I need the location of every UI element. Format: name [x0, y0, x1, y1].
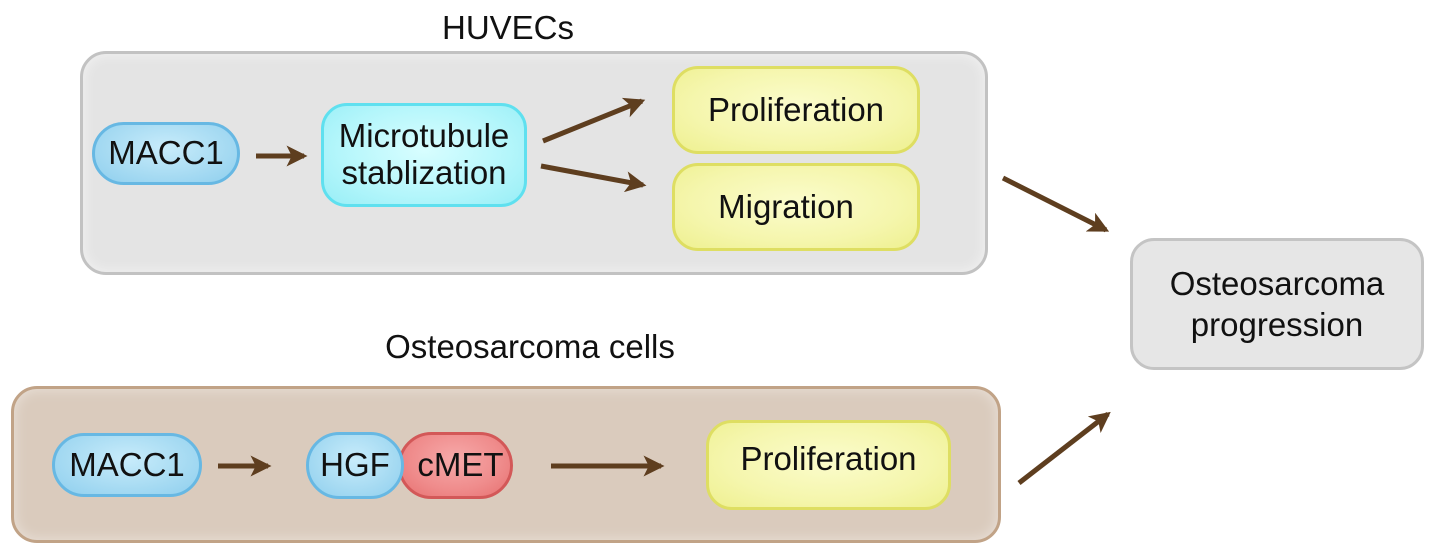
microtubule-label-line2: stablization	[341, 154, 507, 191]
arrow-osteo-to-progression	[1017, 411, 1111, 485]
outcome-label-line1: Osteosarcoma	[1169, 264, 1385, 302]
cmet-label: cMET	[417, 446, 504, 484]
huvec-migration-label: Migration	[718, 187, 854, 225]
hgf-label: HGF	[320, 446, 390, 484]
osteo-macc1-node: MACC1	[52, 433, 202, 497]
arrow-huvec-to-progression	[1001, 175, 1110, 233]
cmet-node: cMET	[398, 432, 513, 499]
huvec-migration-node: Migration	[672, 163, 920, 251]
microtubule-stabilization-node: Microtubule stablization	[321, 103, 527, 207]
huvec-panel-title: HUVECs	[441, 9, 575, 46]
huvec-macc1-node: MACC1	[92, 122, 240, 185]
osteo-proliferation-label: Proliferation	[740, 439, 917, 477]
hgf-node: HGF	[306, 432, 404, 499]
huvec-macc1-label: MACC1	[108, 134, 224, 172]
osteo-macc1-label: MACC1	[69, 445, 185, 483]
huvec-proliferation-node: Proliferation	[672, 66, 920, 154]
osteo-proliferation-node: Proliferation	[706, 420, 951, 510]
microtubule-label-line1: Microtubule	[338, 117, 510, 155]
huvec-proliferation-label: Proliferation	[707, 90, 885, 128]
osteosarcoma-panel-title: Osteosarcoma cells	[385, 328, 675, 365]
osteosarcoma-progression-node: Osteosarcoma progression	[1130, 238, 1424, 370]
outcome-label-line2: progression	[1190, 306, 1364, 343]
